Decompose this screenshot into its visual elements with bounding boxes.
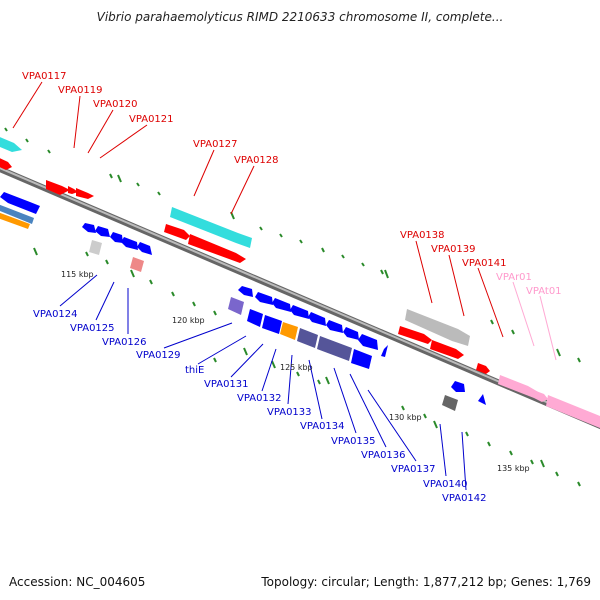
gene-label[interactable]: VPA0125	[70, 323, 115, 334]
gene-vpa0127[interactable]	[170, 207, 252, 248]
gene-thie-top4[interactable]	[290, 305, 309, 319]
gene-thie-top7[interactable]	[343, 327, 359, 340]
gene-label[interactable]: VPA0117	[22, 71, 67, 82]
scale-label: 130 kbp	[389, 413, 422, 422]
genome-summary: Topology: circular; Length: 1,877,212 bp…	[261, 575, 591, 589]
gene-label[interactable]: VPA0121	[129, 114, 174, 125]
gene-left-blue[interactable]	[0, 192, 40, 214]
gene-label[interactable]: VPA0135	[331, 436, 376, 447]
forward-gene-labels: VPA0117 VPA0119 VPA0120 VPA0121 VPA0127 …	[22, 71, 507, 269]
gene-vpa0136[interactable]	[351, 349, 372, 369]
gene-vpa0125-grey[interactable]	[89, 240, 102, 255]
gene-thie-top2[interactable]	[255, 292, 273, 305]
scale-label: 135 kbp	[497, 464, 530, 473]
gene-thie-top3[interactable]	[272, 298, 291, 312]
reverse-gene-labels: VPA0124 VPA0125 VPA0126 VPA0129 thiE VPA…	[33, 309, 487, 504]
gene-thie-top5[interactable]	[308, 312, 326, 326]
gene-vpa0125-b[interactable]	[121, 237, 138, 250]
forward-genes	[0, 135, 600, 430]
gene-vpa0139-a[interactable]	[398, 326, 432, 344]
gene-label[interactable]: VPA0137	[391, 464, 436, 475]
gene-vpa0133[interactable]	[280, 322, 298, 340]
gene-label[interactable]: VPA0136	[361, 450, 406, 461]
chromosome-backbone	[0, 165, 600, 430]
gene-thie-top8[interactable]	[358, 334, 378, 350]
accession-text: Accession: NC_004605	[9, 575, 146, 589]
gene-label[interactable]: VPA0142	[442, 493, 487, 504]
gene-label[interactable]: thiE	[185, 365, 204, 376]
gene-vpa0140[interactable]	[451, 381, 465, 392]
rna-gene-labels: VPAr01 VPAt01	[496, 272, 562, 297]
gene-label[interactable]: VPA0129	[136, 350, 181, 361]
gene-thie[interactable]	[247, 309, 263, 327]
gene-vpa0137[interactable]	[381, 345, 388, 357]
rna-leaders	[512, 281, 557, 361]
gene-vpa0131[interactable]	[262, 315, 282, 334]
gene-label[interactable]: VPA0127	[193, 139, 238, 150]
gene-thie-top6[interactable]	[326, 320, 343, 333]
gene-label[interactable]: VPA0141	[462, 258, 507, 269]
gene-vpa0128-a[interactable]	[164, 224, 190, 240]
scale-label: 125 kbp	[280, 363, 313, 372]
gene-label[interactable]: VPA0134	[300, 421, 345, 432]
gene-label[interactable]: VPA0140	[423, 479, 468, 490]
gene-label[interactable]: VPA0119	[58, 85, 103, 96]
gene-label[interactable]: VPA0138	[400, 230, 445, 241]
gene-vpa0139[interactable]	[430, 340, 464, 359]
gene-vpa0140-grey[interactable]	[442, 395, 458, 411]
gene-label[interactable]: VPA0132	[237, 393, 282, 404]
gene-vpa0121[interactable]	[76, 188, 94, 199]
gene-vpa0138[interactable]	[405, 309, 470, 346]
gene-thie-top1[interactable]	[238, 286, 253, 297]
gene-label[interactable]: VPA0124	[33, 309, 78, 320]
scale-guides	[4, 127, 581, 487]
gene-vpa0142[interactable]	[478, 394, 486, 405]
gene-vpa0120[interactable]	[68, 186, 78, 194]
scale-label: 120 kbp	[172, 316, 205, 325]
gene-label[interactable]: VPA0128	[234, 155, 279, 166]
gene-vpa0126[interactable]	[130, 257, 144, 272]
gene-vpa-right[interactable]	[546, 395, 600, 430]
gene-left-orange[interactable]	[0, 211, 30, 229]
gene-vpa0134[interactable]	[297, 328, 318, 348]
gene-vpar01[interactable]	[498, 375, 540, 398]
gene-vpa0126-b[interactable]	[137, 242, 152, 255]
gene-vpa0117[interactable]	[0, 135, 22, 152]
gene-vpa0124[interactable]	[82, 223, 96, 233]
gene-label[interactable]: VPA0131	[204, 379, 249, 390]
gene-vpa0117-b[interactable]	[0, 156, 12, 170]
scale-label: 115 kbp	[61, 270, 94, 279]
gene-label[interactable]: VPAr01	[496, 272, 532, 283]
scale-labels: 115 kbp 120 kbp 125 kbp 130 kbp 135 kbp	[61, 270, 530, 473]
gene-label[interactable]: VPA0139	[431, 244, 476, 255]
gene-label[interactable]: VPA0120	[93, 99, 138, 110]
gene-label[interactable]: VPA0133	[267, 407, 312, 418]
gene-label[interactable]: VPA0126	[102, 337, 147, 348]
gene-vpa0125[interactable]	[110, 232, 123, 243]
upper-guide	[4, 127, 581, 363]
lower-guide	[33, 247, 581, 487]
gene-vpa0119[interactable]	[46, 180, 70, 195]
gene-left-steel[interactable]	[0, 203, 34, 224]
gene-vpa0129[interactable]	[228, 297, 244, 315]
reverse-genes	[0, 192, 486, 411]
gene-vpa0124-b[interactable]	[95, 226, 110, 237]
gene-vpa0141[interactable]	[476, 363, 490, 374]
gene-vpa0128[interactable]	[188, 234, 246, 263]
reverse-leaders	[59, 274, 467, 491]
map-title: Vibrio parahaemolyticus RIMD 2210633 chr…	[96, 10, 504, 24]
gene-vpat01[interactable]	[534, 391, 548, 402]
forward-leaders	[12, 81, 504, 338]
gene-vpa0135[interactable]	[317, 336, 352, 361]
gene-label[interactable]: VPAt01	[526, 286, 562, 297]
